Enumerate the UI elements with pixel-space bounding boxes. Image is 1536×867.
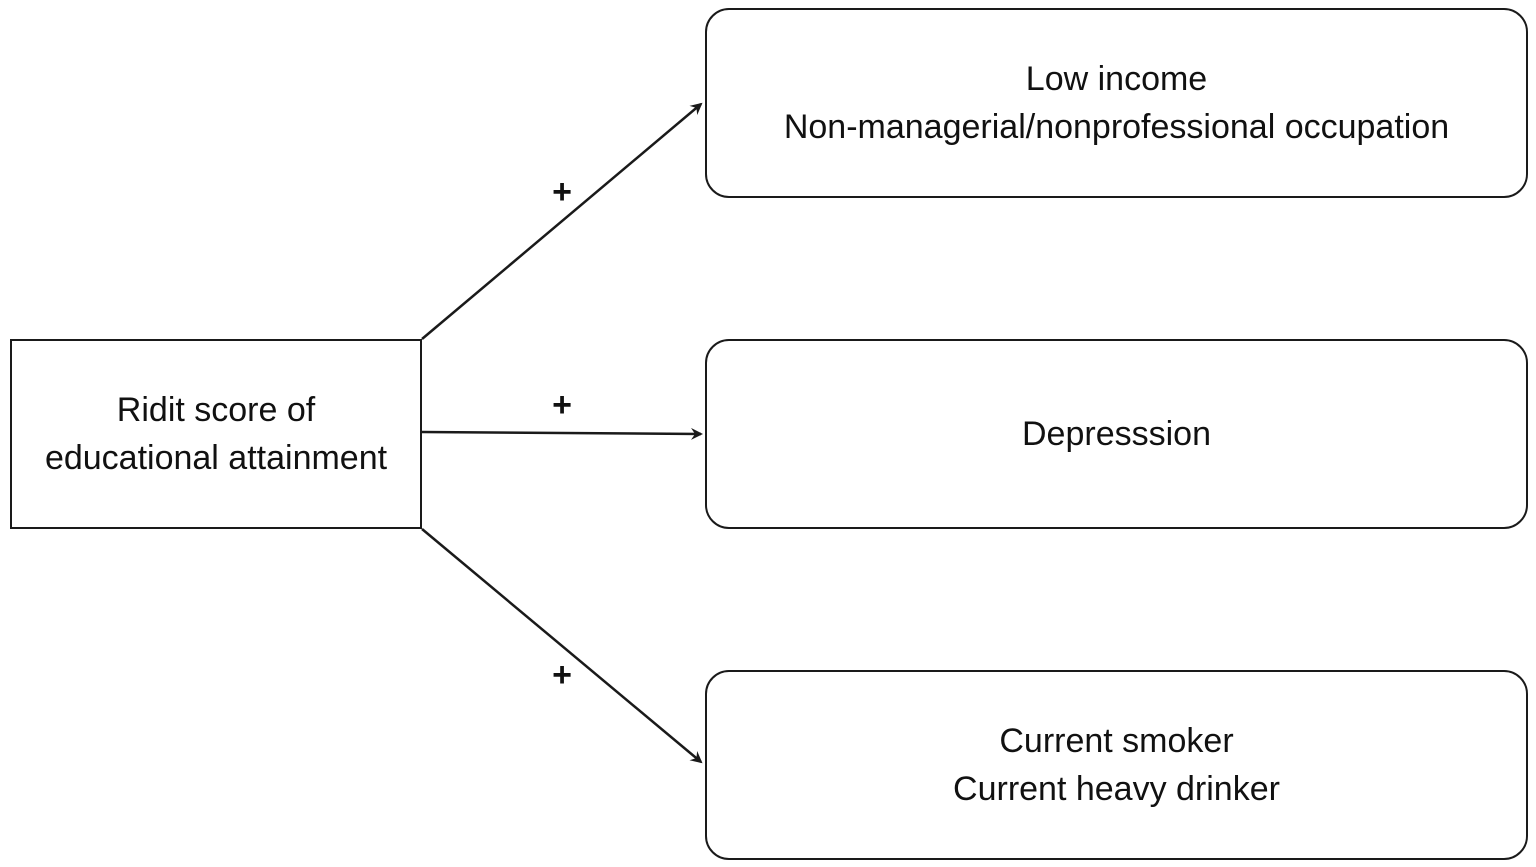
- edge-sign-top: +: [552, 173, 572, 211]
- arrow-to-income-occupation: [421, 102, 703, 340]
- outcome-line-low-income: Low income: [1025, 60, 1208, 98]
- edge-sign-bottom: +: [552, 656, 572, 694]
- outcome-node-depression: Depresssion: [705, 339, 1528, 529]
- source-line-1: Ridit score of: [116, 391, 316, 429]
- source-line-2: educational attainment: [44, 439, 388, 477]
- outcome-line-occupation: Non-managerial/nonprofessional occupatio…: [783, 108, 1450, 146]
- outcome-line-drinker: Current heavy drinker: [953, 770, 1280, 808]
- outcome-line-smoker: Current smoker: [999, 722, 1234, 760]
- source-node-educational-attainment: Ridit score of educational attainment: [10, 339, 422, 529]
- outcome-node-smoker-drinker: Current smoker Current heavy drinker: [705, 670, 1528, 860]
- outcome-node-income-occupation: Low income Non-managerial/nonprofessiona…: [705, 8, 1528, 198]
- edge-sign-middle: +: [552, 386, 572, 424]
- arrow-to-smoker-drinker: [421, 528, 703, 764]
- arrow-to-depression: [421, 427, 703, 440]
- outcome-line-depression: Depresssion: [1022, 415, 1211, 453]
